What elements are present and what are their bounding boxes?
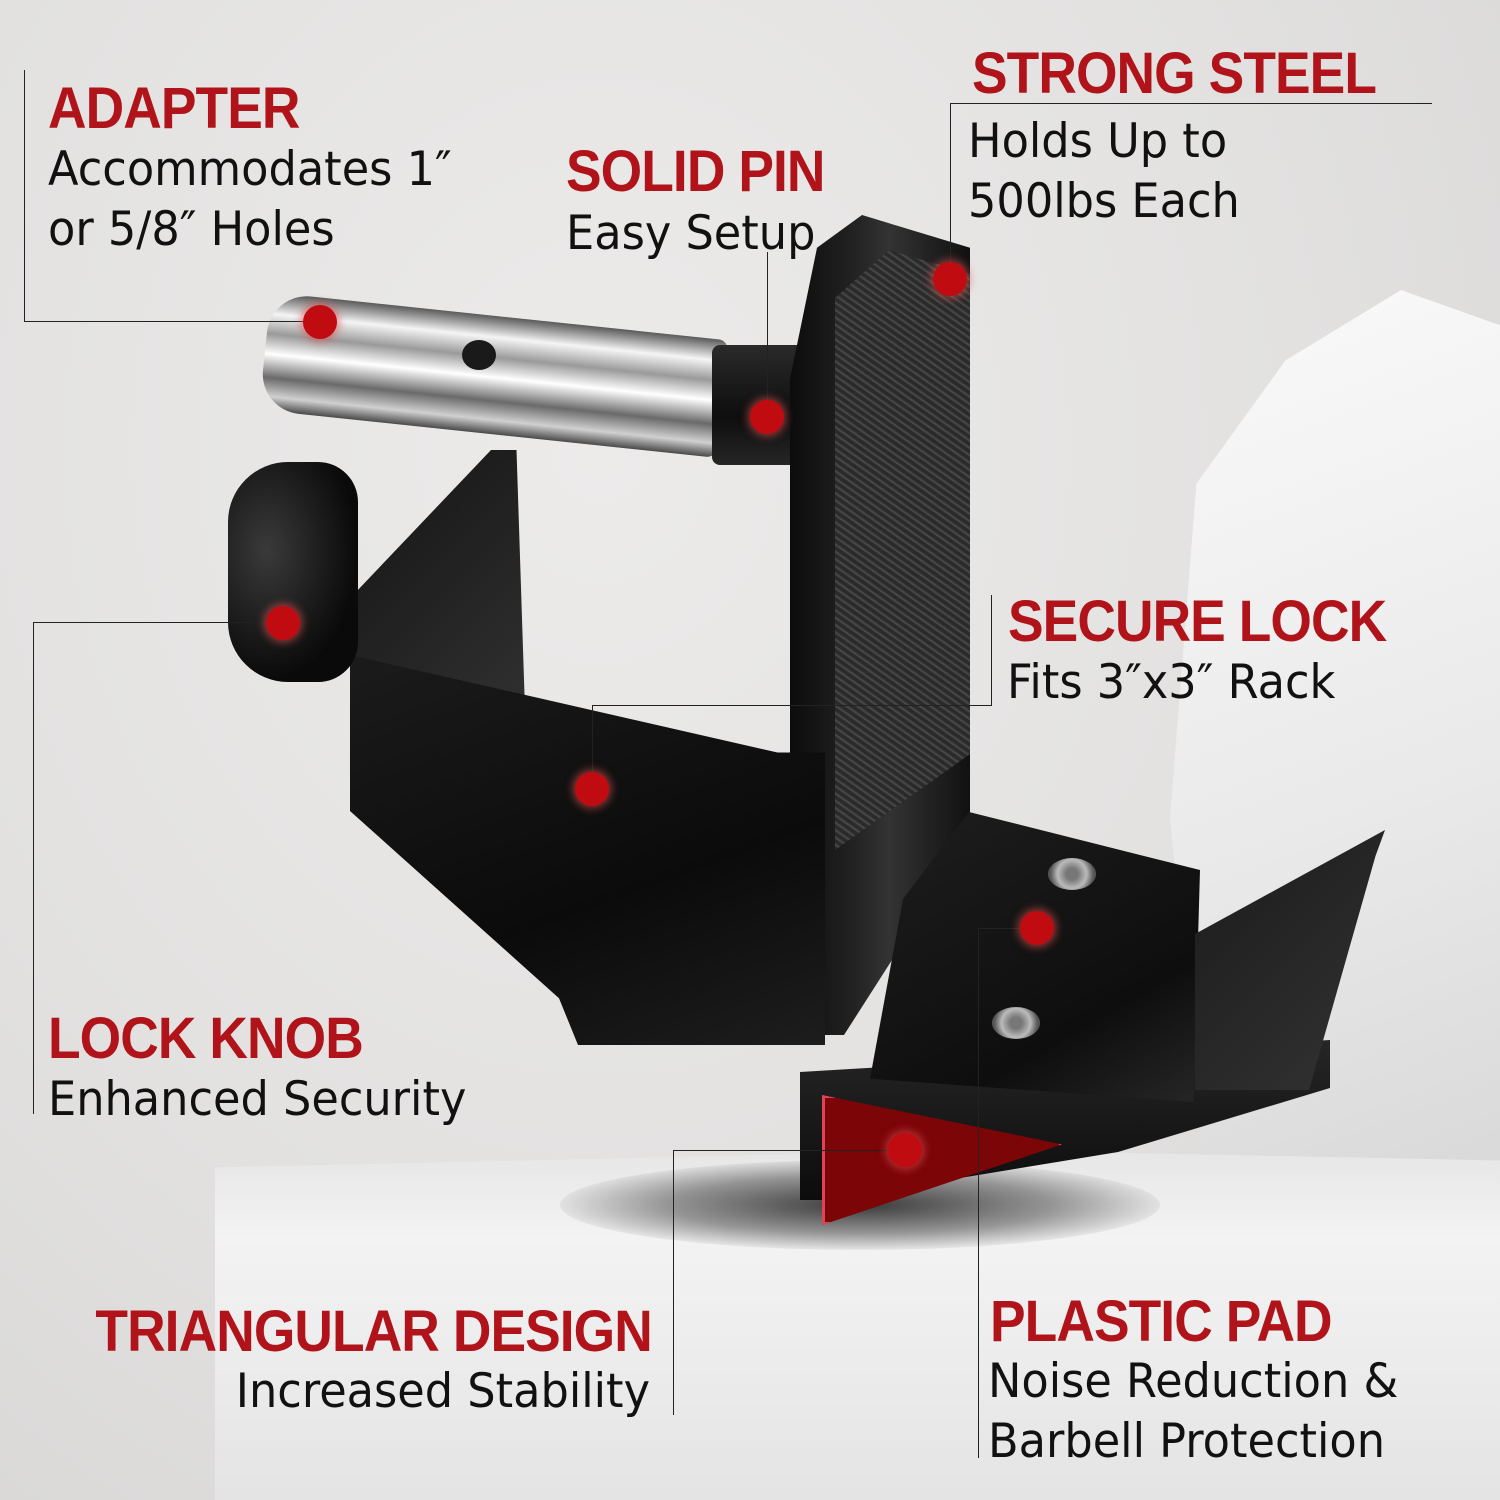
leader-plastic-pad-h	[978, 928, 1040, 929]
feature-title: LOCK KNOB	[48, 1006, 364, 1071]
feature-title: STRONG STEEL	[972, 41, 1377, 106]
leader-secure-lock-v	[991, 595, 992, 705]
callout-dot-plastic-pad	[1020, 911, 1054, 945]
feature-title: SECURE LOCK	[1008, 589, 1387, 654]
feature-desc-line: Easy Setup	[566, 206, 816, 261]
adapter-pin-hole	[462, 340, 496, 370]
leader-strong-steel-h	[950, 103, 1432, 104]
callout-dot-triangular	[888, 1133, 922, 1167]
callout-dot-adapter	[303, 305, 337, 339]
feature-title: SOLID PIN	[566, 139, 825, 204]
pad-screw-top	[1048, 858, 1096, 890]
callout-dot-lock-knob	[266, 606, 300, 640]
leader-lock-knob-h	[33, 622, 283, 623]
leader-solid-pin	[767, 252, 768, 412]
bracket-body	[350, 655, 825, 1045]
ribbed-face	[835, 250, 970, 850]
leader-strong-steel-v	[950, 103, 951, 278]
feature-desc-line: Enhanced Security	[48, 1072, 467, 1127]
feature-desc-line: 500lbs Each	[968, 174, 1240, 229]
feature-desc-line: or 5/8″ Holes	[48, 202, 335, 257]
feature-desc-line: Barbell Protection	[988, 1414, 1386, 1469]
callout-dot-secure-lock	[575, 772, 609, 806]
feature-title: TRIANGULAR DESIGN	[95, 1299, 653, 1364]
leader-adapter-h	[24, 321, 314, 322]
leader-adapter-v	[24, 70, 25, 322]
feature-desc-line: Increased Stability	[235, 1364, 650, 1419]
callout-dot-solid-pin	[750, 400, 784, 434]
leader-plastic-pad-v	[978, 928, 979, 1458]
feature-title: ADAPTER	[48, 76, 300, 141]
callout-dot-strong-steel	[933, 262, 967, 296]
lock-knob	[228, 462, 358, 682]
leader-secure-lock-h	[592, 705, 992, 706]
feature-desc-line: Noise Reduction &	[988, 1354, 1399, 1409]
feature-desc-line: Holds Up to	[968, 114, 1228, 169]
feature-title: PLASTIC PAD	[990, 1289, 1333, 1354]
leader-lock-knob-v	[33, 622, 34, 1114]
leader-secure-lock-d	[592, 705, 593, 790]
pad-screw-bottom	[992, 1007, 1040, 1039]
feature-desc-line: Fits 3″x3″ Rack	[1007, 655, 1336, 710]
feature-desc-line: Accommodates 1″	[48, 142, 452, 197]
leader-triangular-v	[673, 1150, 674, 1415]
leader-triangular-h	[673, 1150, 905, 1151]
